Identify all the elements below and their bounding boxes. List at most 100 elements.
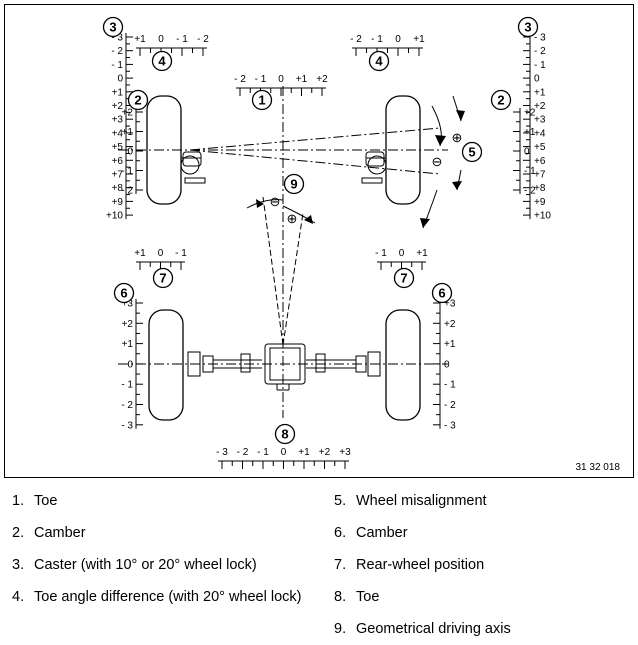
scale-tick-label: +1 — [413, 34, 425, 45]
callout-2: 2 — [127, 89, 149, 111]
legend-number: 5. — [334, 493, 347, 509]
scale-tick-label: +3 — [534, 115, 546, 126]
scale-tick-label: 0 — [281, 447, 287, 458]
callout-number: 2 — [134, 93, 141, 108]
scale-tick-label: - 2 — [111, 46, 123, 57]
scale-tick-label: - 2 — [534, 46, 546, 57]
scale-tick-label: - 3 — [444, 420, 456, 431]
legend-label: Rear-wheel position — [356, 557, 485, 573]
scale-tick-label: +9 — [534, 197, 546, 208]
camber-rear-left-scale: +3+2+10- 1- 2- 3 — [121, 299, 143, 431]
scale-tick-label: +1 — [134, 248, 146, 259]
scale-tick-label: +10 — [106, 211, 123, 222]
toe-line-upper — [189, 127, 441, 151]
legend-item-1: 1. Toe — [12, 492, 57, 510]
legend-label: Wheel misalignment — [356, 493, 487, 509]
scale-tick-label: +1 — [416, 248, 428, 259]
callout-number: 1 — [258, 93, 265, 108]
scale-tick-label: - 1 — [176, 34, 188, 45]
scale-tick-label: - 3 — [216, 447, 228, 458]
legend-item-3: 3.Caster (with 10° or 20° wheel lock) — [12, 556, 257, 574]
scale-tick-label: +8 — [534, 183, 546, 194]
wheel-alignment-diagram: - 3- 2- 10+1+2+3+4+5+6+7+8+9+10- 3- 2- 1… — [102, 16, 621, 473]
rear-right-wheel — [385, 309, 421, 421]
callout-2: 2 — [490, 89, 512, 111]
legend-number: 2. — [12, 525, 25, 541]
scale-tick-label: 0 — [534, 74, 540, 85]
callout-4: 4 — [151, 50, 173, 72]
legend-item-8: 8.Toe — [334, 588, 379, 606]
scale-tick-label: +1 — [122, 339, 134, 350]
scale-tick-label: +4 — [112, 128, 124, 139]
scale-tick-label: +2 — [319, 447, 331, 458]
front-left-hub — [180, 151, 206, 184]
rear-differential — [264, 343, 306, 391]
toe-line-lower — [189, 149, 441, 175]
scale-tick-label: 0 — [278, 74, 284, 85]
driving-axis-right — [282, 212, 304, 346]
scale-tick-label: +1 — [534, 87, 546, 98]
scale-tick-label: +7 — [112, 170, 124, 181]
scale-tick-label: +2 — [444, 319, 456, 330]
scale-tick-label: 0 — [158, 248, 164, 259]
scale-tick-label: +1 — [122, 127, 134, 138]
figure-code: 31 32 018 — [576, 462, 621, 473]
legend-item-9: 9.Geometrical driving axis — [334, 620, 511, 638]
scale-tick-label: 0 — [158, 34, 164, 45]
scale-tick-label: +2 — [122, 319, 134, 330]
scale-tick-label: - 2 — [524, 186, 536, 197]
callout-3: 3 — [102, 16, 124, 38]
scale-tick-label: +2 — [122, 108, 134, 119]
scale-tick-label: - 1 — [375, 248, 387, 259]
legend-number: 4. — [12, 589, 25, 605]
legend-label: Toe angle difference (with 20° wheel loc… — [34, 589, 302, 605]
legend-number: 8. — [334, 589, 347, 605]
scale-tick-label: - 3 — [121, 420, 133, 431]
scale-tick-label: +3 — [112, 115, 124, 126]
callout-3: 3 — [517, 16, 539, 38]
legend-item-7: 7. Rear-wheel position — [334, 556, 484, 574]
scale-tick-label: +5 — [534, 142, 546, 153]
rear-right-driveshaft — [306, 351, 381, 377]
driving-axis-left — [262, 196, 284, 346]
camber-rear-right-scale: +3+2+10- 1- 2- 3 — [433, 299, 456, 431]
callout-number: 4 — [375, 54, 383, 69]
legend-item-4: 4. Toe angle difference (with 20° wheel l… — [12, 588, 302, 606]
scale-tick-label: +8 — [112, 183, 124, 194]
diagram-frame — [4, 4, 634, 478]
scale-tick-label: - 2 — [444, 400, 456, 411]
caster-right-scale: - 3- 2- 10+1+2+3+4+5+6+7+8+9+10 — [523, 33, 551, 222]
legend-item-6: 6.Camber — [334, 524, 408, 542]
callout-1: 1 — [251, 89, 273, 111]
callout-number: 5 — [468, 145, 475, 160]
scale-tick-label: +2 — [534, 101, 546, 112]
callout-number: 3 — [109, 20, 116, 35]
callout-number: 7 — [400, 271, 407, 286]
callout-number: 3 — [524, 20, 531, 35]
scale-tick-label: +2 — [524, 108, 536, 119]
scale-tick-label: - 2 — [121, 400, 133, 411]
scale-tick-label: +1 — [444, 339, 456, 350]
scale-tick-label: 0 — [399, 248, 405, 259]
legend-item-2: 2.Camber — [12, 524, 86, 542]
legend-number: 7. — [334, 557, 347, 573]
scale-tick-label: - 3 — [534, 33, 546, 44]
legend-label: Caster (with 10° or 20° wheel lock) — [34, 557, 257, 573]
scale-tick-label: +1 — [134, 34, 146, 45]
scale-tick-label: - 1 — [371, 34, 383, 45]
scale-tick-label: +2 — [112, 101, 124, 112]
callout-number: 8 — [281, 427, 288, 442]
callout-4: 4 — [368, 50, 390, 72]
callout-number: 6 — [438, 286, 445, 301]
legend-label: Toe — [34, 493, 58, 509]
scale-tick-label: - 2 — [234, 74, 246, 85]
callout-7: 7 — [152, 267, 174, 289]
scale-tick-label: +9 — [112, 197, 124, 208]
legend-number: 1. — [12, 493, 25, 509]
scale-tick-label: - 1 — [444, 380, 456, 391]
minus-symbol-front-right: ⊖ — [432, 154, 443, 169]
front-right-hub — [361, 151, 387, 184]
